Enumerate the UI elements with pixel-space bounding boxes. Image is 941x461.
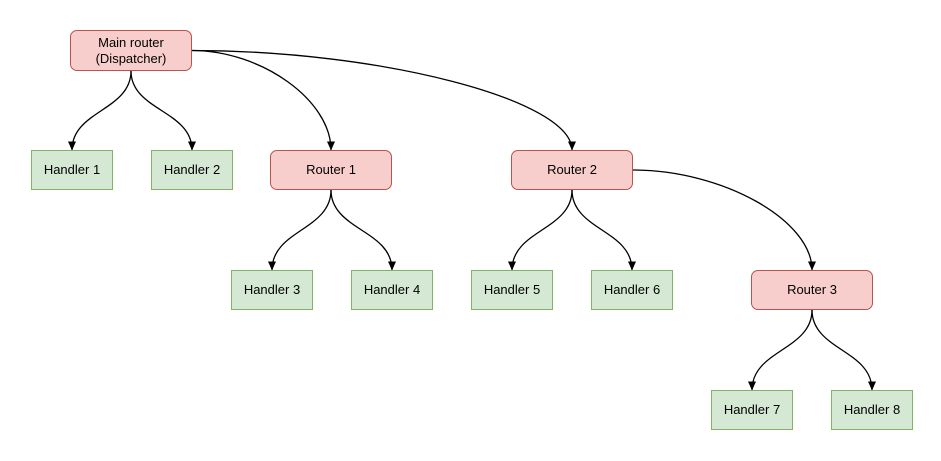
node-label-router-1: Router 1 [306,162,356,177]
edge-router-3-to-handler-8 [811,309,876,391]
edge-main-router-to-router-1 [191,49,335,151]
edge-router-2-to-handler-5 [508,189,573,271]
node-router-1: Router 1 [270,150,392,190]
node-handler-7: Handler 7 [711,390,793,430]
edges-group [68,49,876,391]
node-label-handler-4: Handler 4 [363,282,421,297]
node-handler-6: Handler 6 [591,270,673,310]
node-handler-8: Handler 8 [831,390,913,430]
edge-router-1-to-handler-3 [268,189,332,271]
node-label-handler-8: Handler 8 [843,402,901,417]
node-label-handler-3: Handler 3 [243,282,301,297]
edge-main-router-to-router-2 [191,49,576,151]
edge-main-router-to-handler-1 [68,70,132,151]
node-label-handler-7: Handler 7 [723,402,781,417]
node-handler-4: Handler 4 [351,270,433,310]
edge-router-2-to-router-3 [632,169,816,271]
node-main-router: Main router (Dispatcher) [70,30,192,71]
node-label-handler-6: Handler 6 [603,282,661,297]
node-label-router-2: Router 2 [547,162,597,177]
edge-router-3-to-handler-7 [748,309,813,391]
node-label-router-3: Router 3 [787,282,837,297]
node-router-2: Router 2 [511,150,633,190]
edge-main-router-to-handler-2 [130,70,196,151]
node-label-handler-2: Handler 2 [163,162,221,177]
edge-router-2-to-handler-6 [571,189,636,271]
edge-router-1-to-handler-4 [330,189,396,271]
node-label-handler-1: Handler 1 [43,162,101,177]
node-handler-2: Handler 2 [151,150,233,190]
node-handler-1: Handler 1 [31,150,113,190]
node-handler-3: Handler 3 [231,270,313,310]
node-label-main-router: Main router (Dispatcher) [95,34,167,66]
node-router-3: Router 3 [751,270,873,310]
node-label-handler-5: Handler 5 [483,282,541,297]
node-handler-5: Handler 5 [471,270,553,310]
